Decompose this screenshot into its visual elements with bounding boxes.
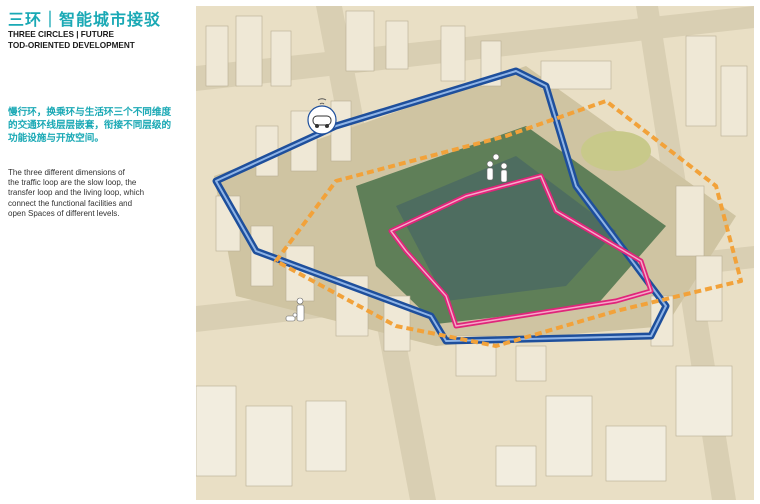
description-cn-line: 慢行环，换乘环与生活环三个不同维度 [8,107,172,118]
subtitle-line: THREE CIRCLES | FUTURE [8,30,115,39]
transfer-loop-dashed [274,99,743,348]
description-cn-line: 功能设施与开放空间。 [8,133,104,144]
park-water [396,156,616,301]
sports-field [581,131,651,171]
page-subtitle-en: THREE CIRCLES | FUTURE TOD-ORIENTED DEVE… [8,29,188,51]
description-cn-line: 的交通环线层层嵌套，衔接不同层级的 [8,120,172,131]
person-walking-dog-icon [285,297,305,322]
description-cn: 慢行环，换乘环与生活环三个不同维度 的交通环线层层嵌套，衔接不同层级的 功能设施… [8,106,198,145]
description-en-line: connect the functional facilities and [8,198,133,208]
page-title: 三环｜智能城市接驳 [8,10,162,29]
living-loop-highlight [390,175,652,327]
description-en-line: The three different dimensions of [8,168,125,177]
text-panel: 三环｜智能城市接驳 THREE CIRCLES | FUTURE TOD-ORI… [0,0,200,504]
slow-loop-highlight [215,70,667,342]
aerial-map-svg [196,6,754,500]
subtitle-line: TOD-ORIENTED DEVELOPMENT [8,41,135,50]
description-en-line: the traffic loop are the slow loop, the [8,178,137,188]
people-playing-icon [486,153,508,183]
autonomous-car-icon [307,98,337,135]
description-en-line: open Spaces of different levels. [8,208,120,218]
urban-aerial-illustration [196,6,754,500]
description-en-line: transfer loop and the living loop, which [8,188,145,198]
description-en: The three different dimensions of the tr… [8,168,198,219]
